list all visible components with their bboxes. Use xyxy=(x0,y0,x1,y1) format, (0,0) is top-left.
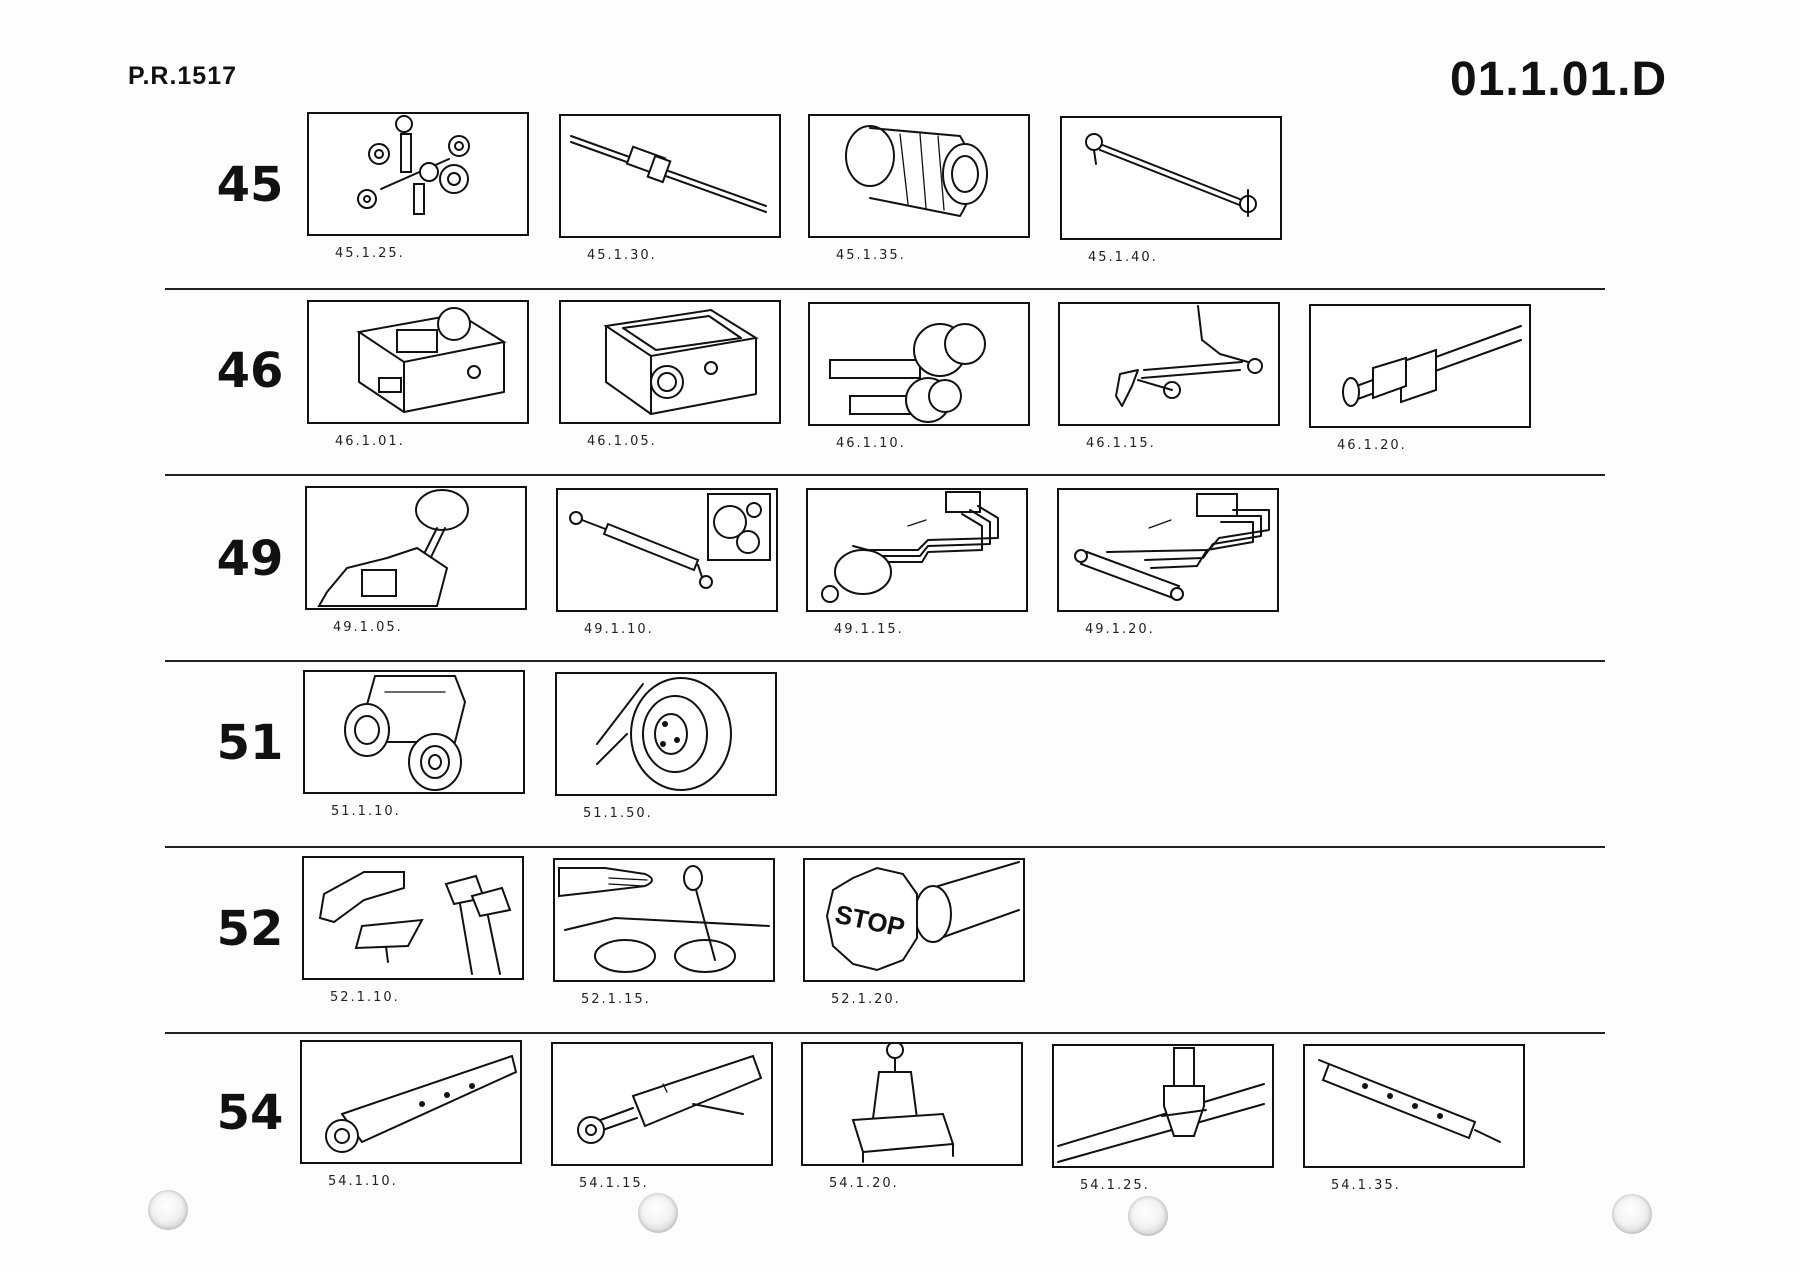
part-card[interactable]: 45.1.40. xyxy=(1060,116,1282,265)
tyre-wheel-icon[interactable] xyxy=(555,672,777,796)
part-card[interactable]: 52.1.15. xyxy=(553,858,775,1007)
shift-linkage-icon[interactable] xyxy=(1058,302,1280,426)
row-divider xyxy=(165,1032,1605,1034)
section-code: 01.1.01.D xyxy=(1450,53,1668,106)
punch-hole xyxy=(148,1190,188,1230)
drawbar-clevis-icon[interactable] xyxy=(1052,1044,1274,1168)
part-code: 46.1.05. xyxy=(587,434,657,449)
row-divider xyxy=(165,288,1605,290)
part-card[interactable]: 54.1.15. xyxy=(551,1042,773,1191)
part-code: 54.1.25. xyxy=(1080,1178,1150,1193)
part-card[interactable]: 46.1.20. xyxy=(1309,304,1531,453)
part-code: 54.1.20. xyxy=(829,1176,899,1191)
part-code: 51.1.10. xyxy=(331,804,401,819)
part-code: 45.1.25. xyxy=(335,246,405,261)
part-code: 46.1.15. xyxy=(1086,436,1156,451)
group-row-46: 46 46.1.01. xyxy=(0,298,1800,453)
group-row-49: 49 49.1.05. xyxy=(0,486,1800,637)
part-code: 54.1.10. xyxy=(328,1174,398,1189)
part-code: 46.1.01. xyxy=(335,434,405,449)
punch-hole xyxy=(638,1193,678,1233)
group-row-45: 45 45.1.25. xyxy=(0,112,1800,265)
final-drive-housing-icon[interactable] xyxy=(808,114,1030,238)
part-code: 49.1.15. xyxy=(834,622,904,637)
row-divider xyxy=(165,660,1605,662)
hand-brake-lever-icon[interactable] xyxy=(553,858,775,982)
group-number: 49 xyxy=(216,531,284,587)
front-wheels-icon[interactable] xyxy=(303,670,525,794)
differential-gears-icon[interactable] xyxy=(307,112,529,236)
top-link-icon[interactable] xyxy=(551,1042,773,1166)
group-number: 45 xyxy=(216,157,284,213)
part-card[interactable]: 54.1.20. xyxy=(801,1042,1023,1191)
part-code: 52.1.15. xyxy=(581,992,651,1007)
part-card[interactable]: 49.1.10. xyxy=(556,488,778,637)
group-number: 54 xyxy=(216,1085,284,1141)
part-code: 49.1.10. xyxy=(584,622,654,637)
part-card[interactable]: STOP 52.1.20. xyxy=(803,858,1025,1007)
part-card[interactable]: 49.1.20. xyxy=(1057,488,1279,637)
punch-hole xyxy=(1612,1194,1652,1234)
part-code: 45.1.30. xyxy=(587,248,657,263)
part-card[interactable]: 46.1.01. xyxy=(307,300,529,449)
group-row-54: 54 54.1.10. xyxy=(0,1040,1800,1193)
part-code: 54.1.15. xyxy=(579,1176,649,1191)
swinging-drawbar-icon[interactable] xyxy=(1303,1044,1525,1168)
part-card[interactable]: 45.1.35. xyxy=(808,114,1030,263)
part-card[interactable]: 46.1.05. xyxy=(559,300,781,449)
stop-knob-icon[interactable]: STOP xyxy=(803,858,1025,982)
part-code: 49.1.05. xyxy=(333,620,403,635)
steering-wheel-icon[interactable] xyxy=(305,486,527,610)
part-card[interactable]: 51.1.50. xyxy=(555,672,777,821)
part-card[interactable]: 45.1.30. xyxy=(559,114,781,263)
row-divider xyxy=(165,474,1605,476)
row-divider xyxy=(165,846,1605,848)
part-card[interactable]: 49.1.05. xyxy=(305,486,527,635)
gearbox-assembly-icon[interactable] xyxy=(307,300,529,424)
half-shaft-icon[interactable] xyxy=(559,114,781,238)
gear-shafts-icon[interactable] xyxy=(808,302,1030,426)
group-number: 51 xyxy=(216,715,284,771)
part-card[interactable]: 46.1.10. xyxy=(808,302,1030,451)
part-code: 52.1.10. xyxy=(330,990,400,1005)
lift-rod-icon[interactable] xyxy=(801,1042,1023,1166)
tie-rod-icon[interactable] xyxy=(1060,116,1282,240)
group-number: 52 xyxy=(216,901,284,957)
part-card[interactable]: 54.1.10. xyxy=(300,1040,522,1189)
group-row-51: 51 51.1.10. xyxy=(0,670,1800,821)
steering-cylinder-icon[interactable] xyxy=(556,488,778,612)
propeller-shaft-icon[interactable] xyxy=(1309,304,1531,428)
part-code: 46.1.20. xyxy=(1337,438,1407,453)
page-reference: P.R.1517 xyxy=(128,62,238,90)
punch-hole xyxy=(1128,1196,1168,1236)
group-row-52: 52 52.1.10. xyxy=(0,856,1800,1007)
part-code: 54.1.35. xyxy=(1331,1178,1401,1193)
part-card[interactable]: 54.1.25. xyxy=(1052,1044,1274,1193)
part-card[interactable]: 46.1.15. xyxy=(1058,302,1280,451)
part-card[interactable]: 54.1.35. xyxy=(1303,1044,1525,1193)
part-code: 46.1.10. xyxy=(836,436,906,451)
hydraulic-cylinder-lines-icon[interactable] xyxy=(1057,488,1279,612)
group-number: 46 xyxy=(216,343,284,399)
part-code: 51.1.50. xyxy=(583,806,653,821)
lower-link-arm-icon[interactable] xyxy=(300,1040,522,1164)
part-card[interactable]: 51.1.10. xyxy=(303,670,525,819)
brake-pedals-icon[interactable] xyxy=(302,856,524,980)
part-code: 52.1.20. xyxy=(831,992,901,1007)
gearbox-housing-icon[interactable] xyxy=(559,300,781,424)
part-card[interactable]: 45.1.25. xyxy=(307,112,529,261)
hydraulic-pump-lines-icon[interactable] xyxy=(806,488,1028,612)
part-code: 49.1.20. xyxy=(1085,622,1155,637)
part-code: 45.1.40. xyxy=(1088,250,1158,265)
part-code: 45.1.35. xyxy=(836,248,906,263)
part-card[interactable]: 52.1.10. xyxy=(302,856,524,1005)
part-card[interactable]: 49.1.15. xyxy=(806,488,1028,637)
